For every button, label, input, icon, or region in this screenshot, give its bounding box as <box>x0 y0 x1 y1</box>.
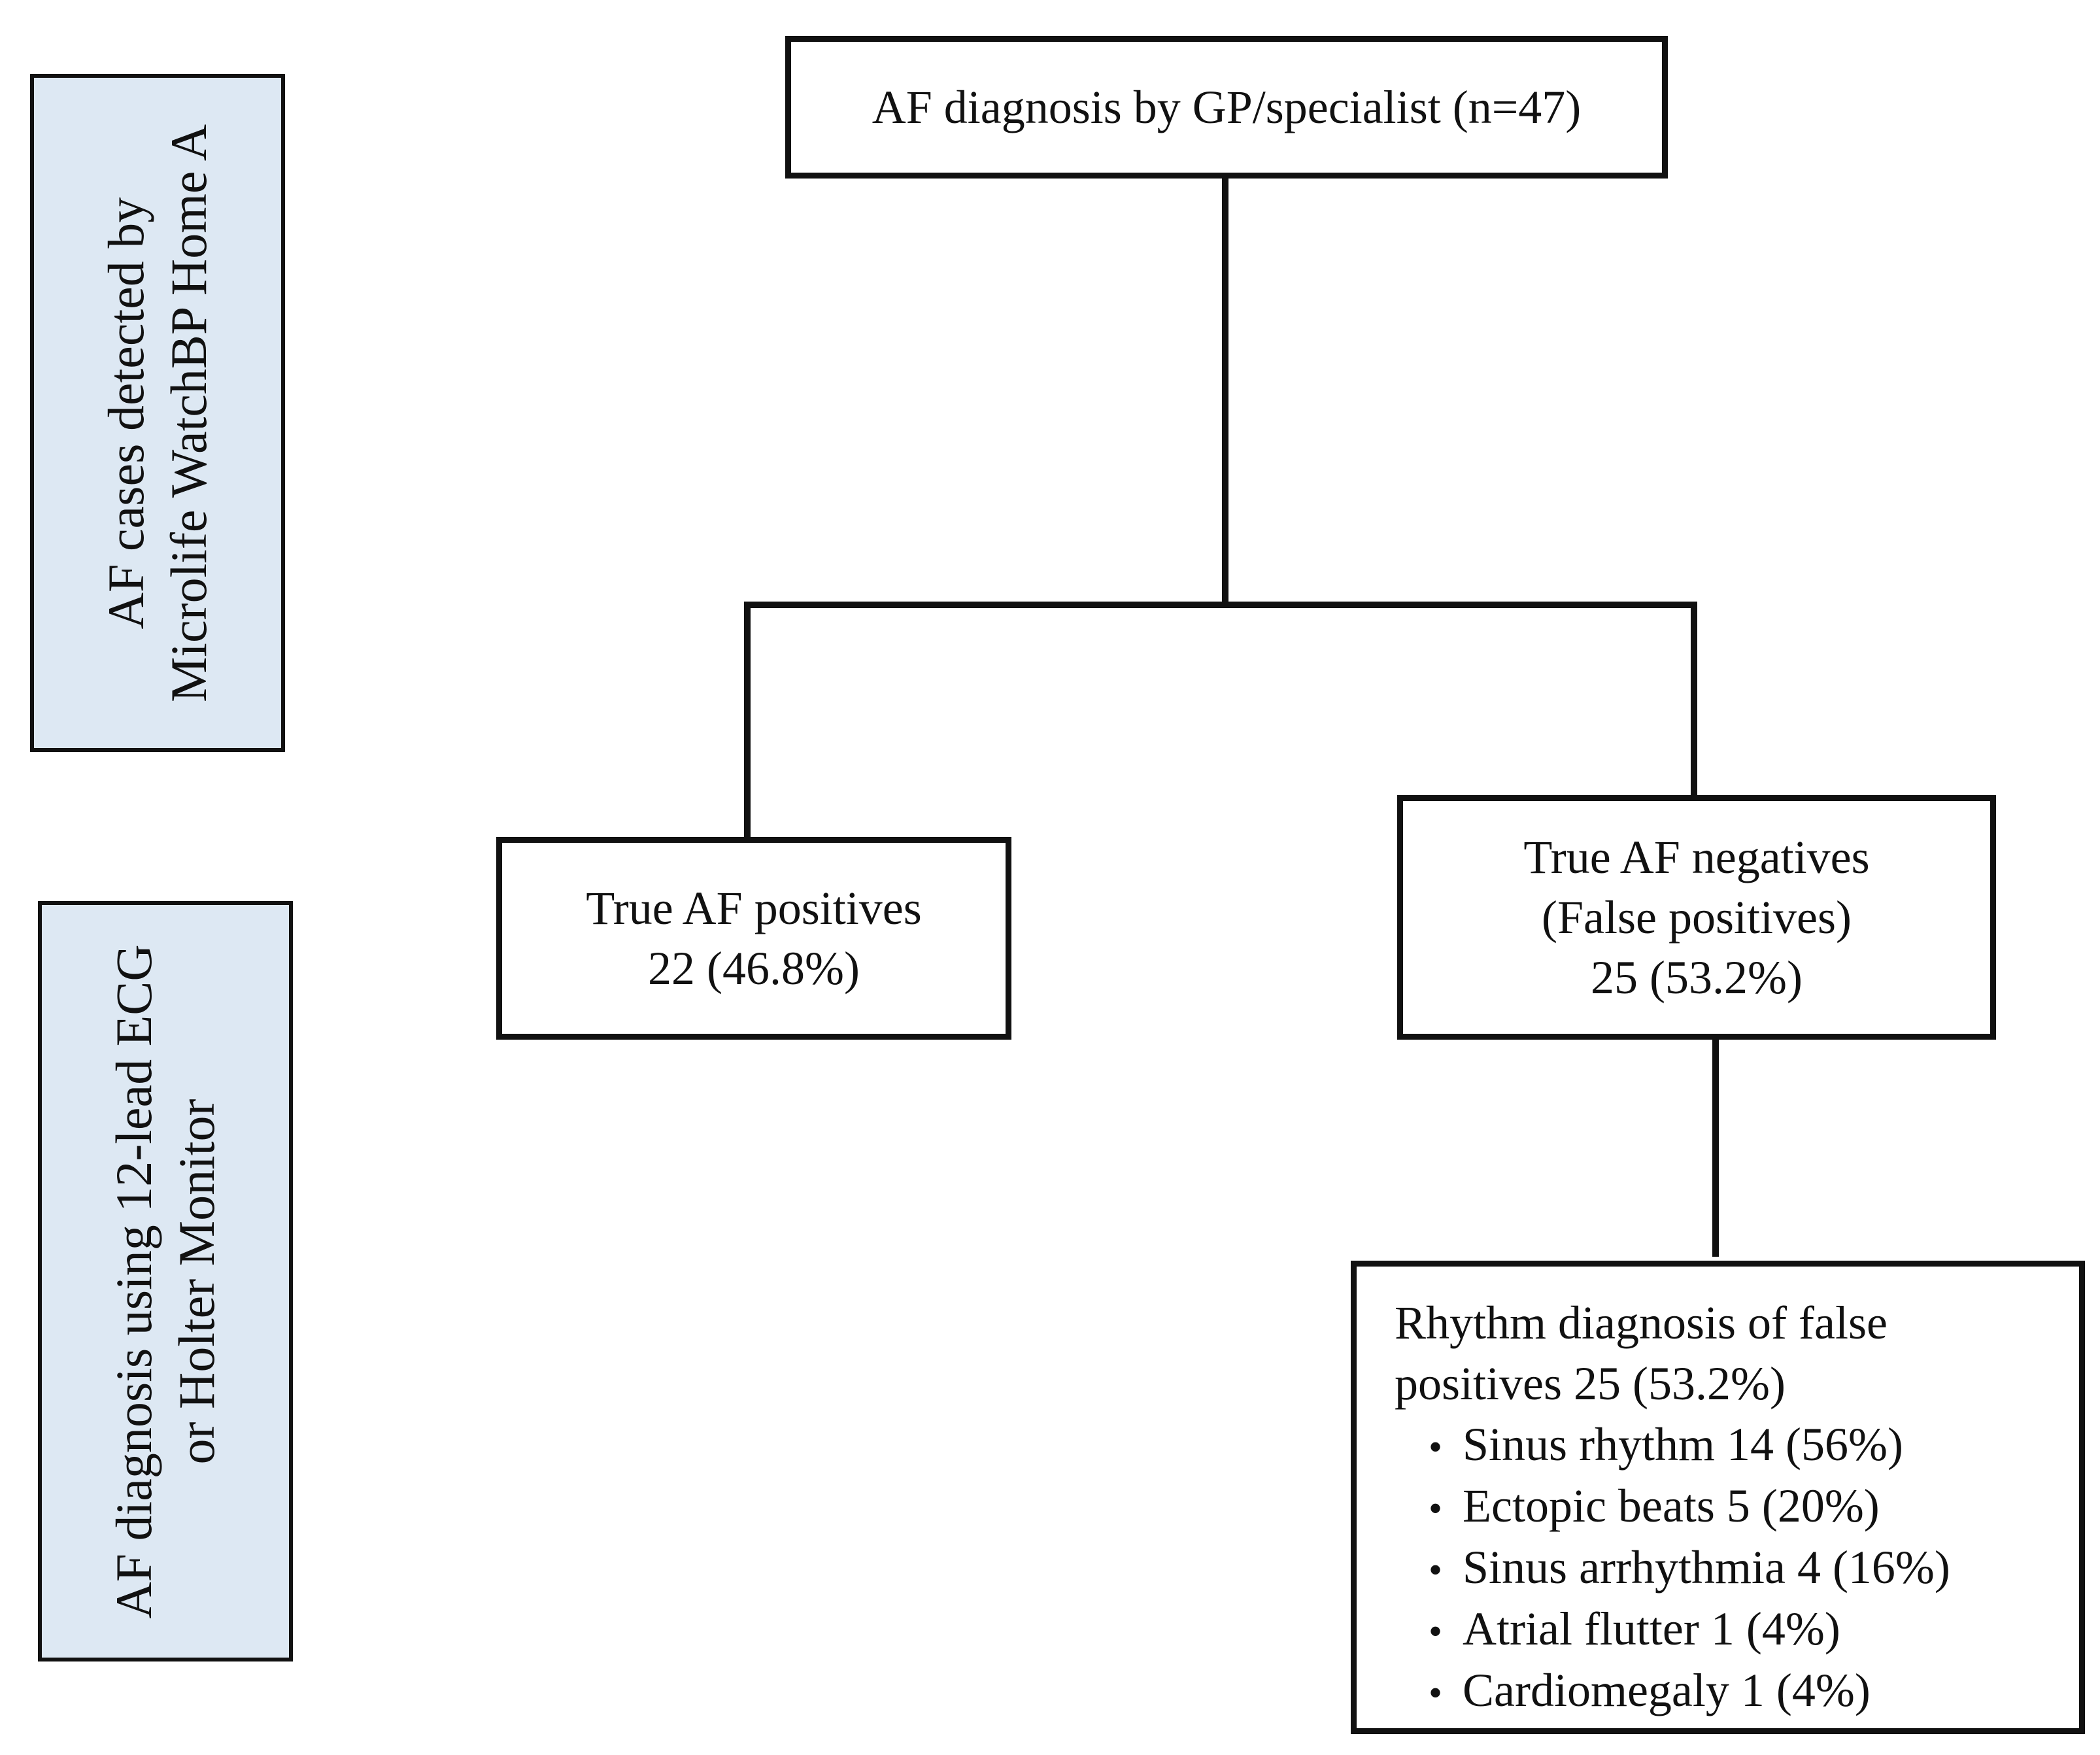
connector-root-down <box>1222 173 1228 605</box>
side-label-diagnosis-line1: AF diagnosis using 12-lead ECG <box>105 944 162 1619</box>
bullet-icon: • <box>1429 1487 1443 1530</box>
side-label-detection: AF cases detected by Microlife WatchBP H… <box>30 74 285 752</box>
true-negatives-line2: (False positives) <box>1542 891 1852 944</box>
rhythm-heading-line1: Rhythm diagnosis of false <box>1395 1297 1888 1349</box>
rhythm-list-item: • Sinus arrhythmia 4 (16%) <box>1429 1537 1950 1599</box>
side-label-diagnosis: AF diagnosis using 12-lead ECG or Holter… <box>38 901 293 1661</box>
rhythm-list-item: • Cardiomegaly 1 (4%) <box>1429 1660 1950 1722</box>
true-negatives-node: True AF negatives (False positives) 25 (… <box>1397 795 1996 1040</box>
root-node-label: AF diagnosis by GP/specialist (n=47) <box>872 81 1582 133</box>
connector-left-drop <box>744 602 751 838</box>
rhythm-item-label: Sinus rhythm 14 (56%) <box>1463 1418 1903 1471</box>
rhythm-list-item: • Ectopic beats 5 (20%) <box>1429 1476 1950 1537</box>
rhythm-list-item: • Atrial flutter 1 (4%) <box>1429 1599 1950 1660</box>
rhythm-diagnosis-node: Rhythm diagnosis of false positives 25 (… <box>1351 1261 2085 1734</box>
bullet-icon: • <box>1429 1610 1443 1653</box>
true-negatives-line1: True AF negatives <box>1523 831 1870 883</box>
rhythm-item-label: Sinus arrhythmia 4 (16%) <box>1463 1541 1950 1593</box>
true-negatives-line3: 25 (53.2%) <box>1591 951 1803 1004</box>
true-positives-line2: 22 (46.8%) <box>648 942 860 995</box>
rhythm-item-label: Cardiomegaly 1 (4%) <box>1463 1664 1871 1716</box>
true-positives-node: True AF positives 22 (46.8%) <box>496 837 1011 1040</box>
side-label-detection-text: AF cases detected by Microlife WatchBP H… <box>95 124 220 702</box>
root-node: AF diagnosis by GP/specialist (n=47) <box>785 36 1668 179</box>
rhythm-heading-line2: positives 25 (53.2%) <box>1395 1357 1786 1410</box>
side-label-detection-line1: AF cases detected by <box>97 197 154 629</box>
side-label-diagnosis-line2: or Holter Monitor <box>168 1099 225 1464</box>
side-label-diagnosis-text: AF diagnosis using 12-lead ECG or Holter… <box>103 944 228 1618</box>
connector-right-drop <box>1691 602 1697 798</box>
side-label-detection-line2: Microlife WatchBP Home A <box>160 124 217 702</box>
bullet-icon: • <box>1429 1671 1443 1714</box>
true-positives-line1: True AF positives <box>586 882 922 934</box>
bullet-icon: • <box>1429 1425 1443 1469</box>
connector-negatives-down <box>1712 1034 1719 1257</box>
rhythm-item-label: Atrial flutter 1 (4%) <box>1463 1603 1840 1655</box>
rhythm-list-item: • Sinus rhythm 14 (56%) <box>1429 1414 1950 1476</box>
rhythm-item-label: Ectopic beats 5 (20%) <box>1463 1480 1880 1532</box>
bullet-icon: • <box>1429 1548 1443 1592</box>
rhythm-list: • Sinus rhythm 14 (56%) • Ectopic beats 5 … <box>1395 1414 1950 1722</box>
connector-horizontal <box>744 602 1697 608</box>
